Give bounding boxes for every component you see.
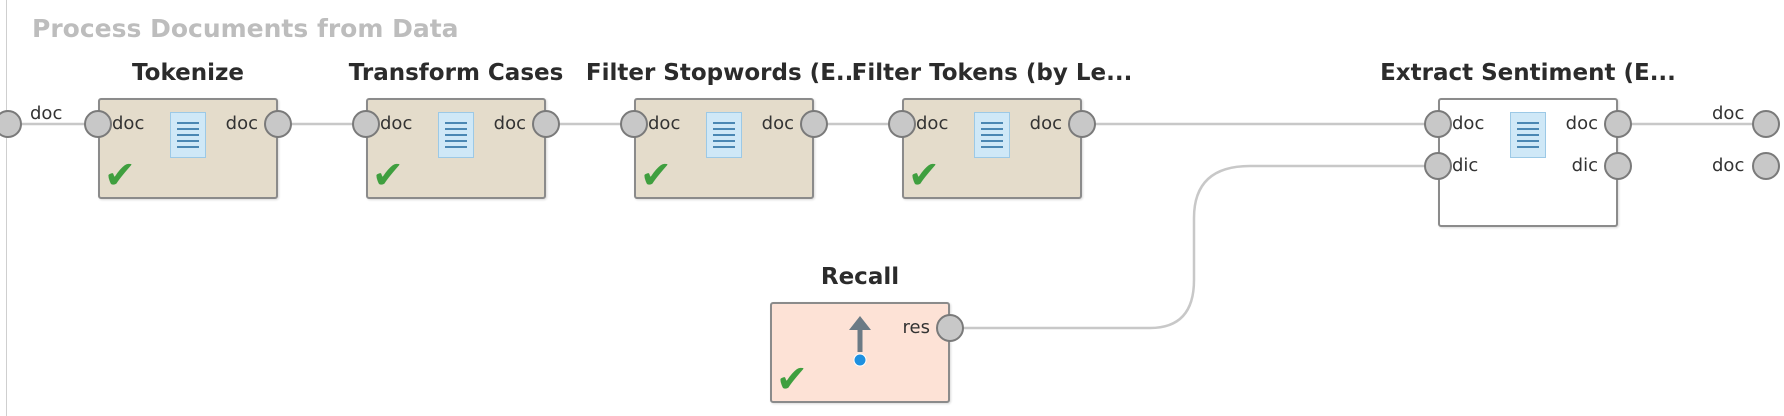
document-icon (438, 112, 474, 158)
output-port-label: doc (225, 113, 258, 134)
operator-filter-tokens[interactable]: Filter Tokens (by Le... doc doc ✔ (852, 60, 1132, 199)
checkmark-icon: ✔ (104, 153, 136, 197)
document-icon (170, 112, 206, 158)
input-port-label: doc (916, 113, 949, 134)
input-port-label-dic: dic (1452, 155, 1479, 176)
input-port[interactable] (84, 110, 112, 138)
input-port-label: doc (380, 113, 413, 134)
process-output-label-1: doc (1712, 103, 1745, 124)
output-port-label-doc: doc (1565, 113, 1598, 134)
output-port-doc[interactable] (1604, 110, 1632, 138)
process-title: Process Documents from Data (32, 14, 459, 43)
checkmark-icon: ✔ (372, 153, 404, 197)
input-port[interactable] (620, 110, 648, 138)
output-port[interactable] (936, 314, 964, 342)
operator-title: Filter Tokens (by Le... (851, 60, 1133, 86)
operator-title: Filter Stopwords (E... (585, 60, 863, 86)
input-port[interactable] (352, 110, 380, 138)
document-icon (1510, 112, 1546, 158)
input-port-dic[interactable] (1424, 152, 1452, 180)
checkmark-icon: ✔ (776, 357, 808, 401)
checkmark-icon: ✔ (640, 153, 672, 197)
input-port[interactable] (888, 110, 916, 138)
operator-recall[interactable]: Recall res ✔ (770, 264, 964, 403)
output-port[interactable] (264, 110, 292, 138)
output-port[interactable] (532, 110, 560, 138)
process-input-label: doc (30, 103, 63, 124)
input-port-label-doc: doc (1452, 113, 1485, 134)
document-icon (706, 112, 742, 158)
process-output-port-1[interactable] (1752, 110, 1780, 138)
connection-recall-sentiment (958, 164, 1428, 330)
operator-body (770, 302, 950, 403)
output-port-label: res (902, 317, 930, 338)
operator-title: Transform Cases (348, 60, 564, 86)
output-port-label: doc (493, 113, 526, 134)
input-port-label: doc (648, 113, 681, 134)
recall-arrow-icon (849, 316, 871, 367)
operator-filter-stopwords[interactable]: Filter Stopwords (E... doc doc ✔ (586, 60, 862, 199)
document-icon (974, 112, 1010, 158)
operator-title: Extract Sentiment (E... (1380, 60, 1676, 86)
output-port-label: doc (1029, 113, 1062, 134)
process-output-label-2: doc (1712, 155, 1745, 176)
output-port[interactable] (800, 110, 828, 138)
input-port-label: doc (112, 113, 145, 134)
process-input-port[interactable] (0, 110, 22, 138)
input-port-doc[interactable] (1424, 110, 1452, 138)
operator-title: Tokenize (132, 60, 244, 86)
output-port-dic[interactable] (1604, 152, 1632, 180)
process-output-port-2[interactable] (1752, 152, 1780, 180)
operator-title: Recall (820, 264, 900, 290)
output-port-label: doc (761, 113, 794, 134)
output-port-label-dic: dic (1571, 155, 1598, 176)
canvas-left-border (6, 0, 7, 416)
checkmark-icon: ✔ (908, 153, 940, 197)
operator-extract-sentiment[interactable]: Extract Sentiment (E... doc dic doc dic (1380, 60, 1676, 227)
output-port[interactable] (1068, 110, 1096, 138)
operator-tokenize[interactable]: Tokenize doc doc ✔ (84, 60, 292, 199)
operator-transform-cases[interactable]: Transform Cases doc doc ✔ (349, 60, 563, 199)
